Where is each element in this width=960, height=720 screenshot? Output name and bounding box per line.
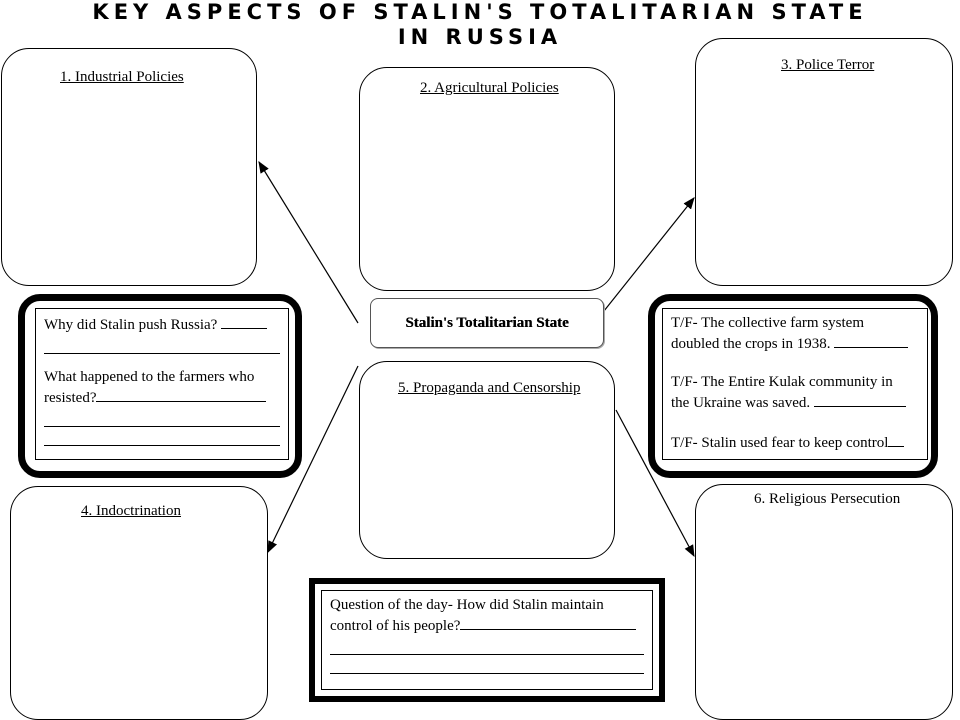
arrow-to-religious xyxy=(615,409,695,558)
propaganda-censorship-box[interactable]: 5. Propaganda and Censorship xyxy=(359,361,615,559)
question-of-day-line2: control of his people? xyxy=(330,615,644,636)
agricultural-policies-label: 2. Agricultural Policies xyxy=(420,80,559,96)
answer-line[interactable] xyxy=(330,636,644,655)
tf-question-1-line1: T/F- The collective farm system xyxy=(671,315,865,331)
center-concept: Stalin's Totalitarian State xyxy=(370,298,604,348)
religious-persecution-label: 6. Religious Persecution xyxy=(754,491,901,507)
tf-question-1-line2: doubled the crops in 1938. xyxy=(671,333,919,354)
true-false-panel[interactable]: T/F- The collective farm system doubled … xyxy=(662,308,928,460)
answer-line[interactable] xyxy=(330,655,644,674)
police-terror-label: 3. Police Terror xyxy=(781,57,875,73)
question-farmers-resisted-line1: What happened to the farmers who xyxy=(44,369,255,385)
question-of-day-frame: Question of the day- How did Stalin main… xyxy=(309,578,665,702)
agricultural-policies-box[interactable]: 2. Agricultural Policies xyxy=(359,67,615,291)
tf-question-3: T/F- Stalin used fear to keep control xyxy=(671,432,919,453)
question-of-day-panel[interactable]: Question of the day- How did Stalin main… xyxy=(321,590,653,690)
indoctrination-box[interactable]: 4. Indoctrination xyxy=(10,486,268,720)
indoctrination-label: 4. Indoctrination xyxy=(81,503,181,519)
arrow-to-indoctrination xyxy=(267,365,359,554)
question-farmers-resisted-line2: resisted? xyxy=(44,387,280,408)
arrow-to-police xyxy=(591,197,695,327)
religious-persecution-box[interactable]: 6. Religious Persecution xyxy=(695,484,953,720)
answer-line[interactable] xyxy=(44,335,280,354)
arrow-to-industrial xyxy=(258,160,359,324)
question-why-push: Why did Stalin push Russia? xyxy=(44,314,280,335)
industrial-policies-box[interactable]: 1. Industrial Policies xyxy=(1,48,257,286)
police-terror-box[interactable]: 3. Police Terror xyxy=(695,38,953,286)
propaganda-censorship-label: 5. Propaganda and Censorship xyxy=(398,380,581,396)
answer-line[interactable] xyxy=(44,408,280,427)
tf-question-2-line1: T/F- The Entire Kulak community in xyxy=(671,374,893,390)
title-line-1: Key Aspects of Stalin's Totalitarian Sta… xyxy=(92,0,868,24)
answer-line[interactable] xyxy=(44,427,280,446)
worksheet-title: Key Aspects of Stalin's Totalitarian Sta… xyxy=(0,0,960,50)
industrial-policies-label: 1. Industrial Policies xyxy=(60,69,184,85)
title-line-2: in Russia xyxy=(397,25,563,49)
tf-question-2-line2: the Ukraine was saved. xyxy=(671,392,919,413)
question-of-day-line1: Question of the day- How did Stalin main… xyxy=(330,597,604,613)
left-questions-panel[interactable]: Why did Stalin push Russia? What happene… xyxy=(35,308,289,460)
